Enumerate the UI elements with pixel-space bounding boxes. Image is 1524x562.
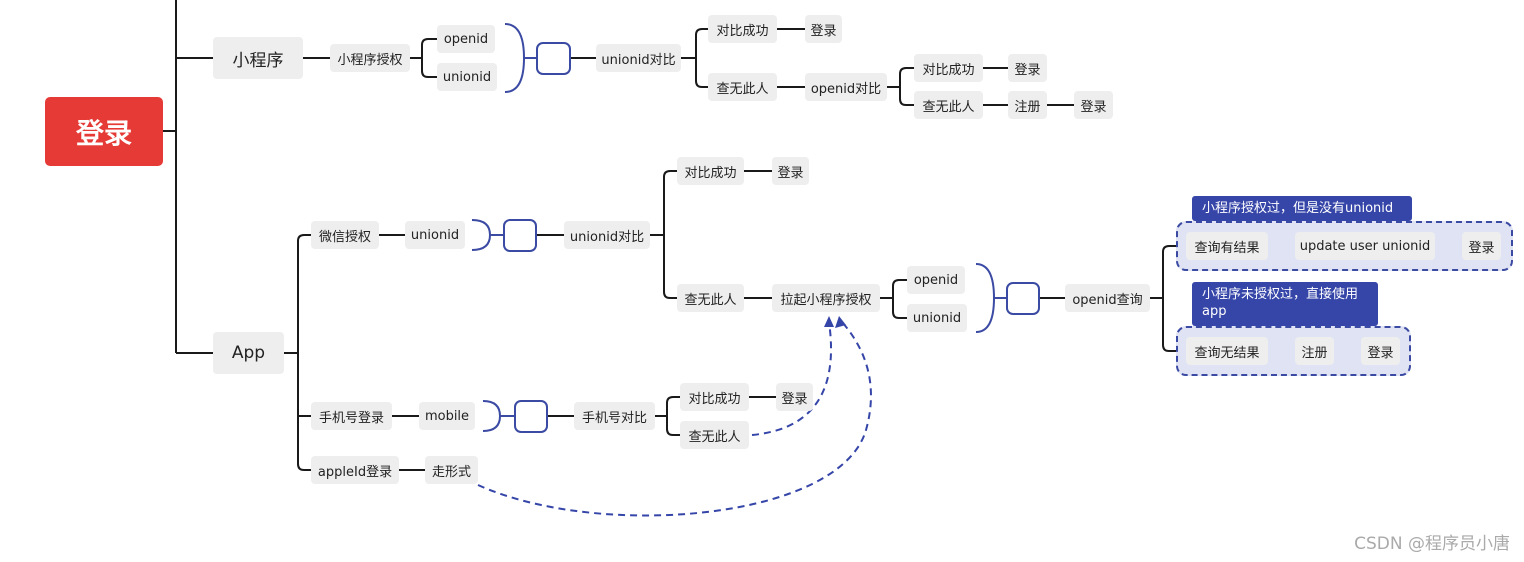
node-mini-openid[interactable]: openid — [437, 25, 495, 53]
node-wechat-unionid-2[interactable]: unionid — [907, 304, 967, 332]
node-phone-mobile[interactable]: mobile — [419, 402, 475, 430]
node-phone-match-login[interactable]: 登录 — [776, 383, 813, 411]
blank-summary-node[interactable] — [503, 219, 537, 252]
node-query-found-login[interactable]: 登录 — [1462, 232, 1501, 260]
node-wechat-not-found[interactable]: 查无此人 — [677, 284, 744, 312]
node-mini-match-login[interactable]: 登录 — [805, 15, 842, 43]
callout-not-authorized-use-app: 小程序未授权过，直接使用app — [1192, 282, 1378, 326]
node-query-not-found[interactable]: 查询无结果 — [1186, 337, 1268, 365]
blank-summary-node[interactable] — [536, 42, 571, 75]
node-phone-not-found[interactable]: 查无此人 — [680, 421, 749, 449]
node-mini-match-2-login[interactable]: 登录 — [1008, 54, 1047, 82]
node-mini-match-2[interactable]: 对比成功 — [914, 54, 983, 82]
node-query-register[interactable]: 注册 — [1295, 337, 1334, 365]
node-mini-match[interactable]: 对比成功 — [708, 15, 777, 43]
node-mini-unionid-compare[interactable]: unionid对比 — [596, 44, 681, 72]
node-mini-register-login[interactable]: 登录 — [1074, 91, 1113, 119]
node-mini-auth[interactable]: 小程序授权 — [330, 44, 410, 72]
node-app[interactable]: App — [213, 332, 284, 374]
node-update-user-unionid[interactable]: update user unionid — [1295, 232, 1435, 260]
node-wechat-unionid[interactable]: unionid — [405, 221, 465, 249]
node-wechat-match[interactable]: 对比成功 — [677, 157, 744, 185]
root-login[interactable]: 登录 — [45, 97, 163, 166]
node-mini-unionid[interactable]: unionid — [437, 63, 497, 91]
node-mini-not-found-2[interactable]: 查无此人 — [914, 91, 983, 119]
node-mini-program[interactable]: 小程序 — [213, 37, 303, 79]
node-mini-register[interactable]: 注册 — [1008, 91, 1047, 119]
node-mini-not-found[interactable]: 查无此人 — [708, 73, 777, 101]
node-apple-formality[interactable]: 走形式 — [425, 456, 478, 484]
callout-authorized-no-unionid: 小程序授权过，但是没有unionid — [1192, 196, 1412, 221]
node-wechat-openid[interactable]: openid — [907, 266, 965, 294]
node-wechat-unionid-compare[interactable]: unionid对比 — [564, 221, 650, 249]
node-phone-compare[interactable]: 手机号对比 — [574, 402, 655, 430]
blank-summary-node[interactable] — [514, 400, 548, 433]
node-query-found[interactable]: 查询有结果 — [1186, 232, 1268, 260]
node-wechat-auth[interactable]: 微信授权 — [311, 221, 379, 249]
node-mini-openid-compare[interactable]: openid对比 — [805, 73, 887, 101]
node-pull-mini-auth[interactable]: 拉起小程序授权 — [772, 284, 880, 312]
node-apple-login[interactable]: appleId登录 — [311, 456, 399, 484]
node-phone-login[interactable]: 手机号登录 — [311, 402, 392, 430]
watermark-text: CSDN @程序员小唐 — [1354, 534, 1510, 554]
node-phone-match[interactable]: 对比成功 — [680, 383, 749, 411]
node-wechat-match-login[interactable]: 登录 — [772, 157, 809, 185]
node-openid-query[interactable]: openid查询 — [1065, 284, 1150, 312]
node-query-register-login[interactable]: 登录 — [1361, 337, 1400, 365]
blank-summary-node[interactable] — [1006, 282, 1040, 315]
